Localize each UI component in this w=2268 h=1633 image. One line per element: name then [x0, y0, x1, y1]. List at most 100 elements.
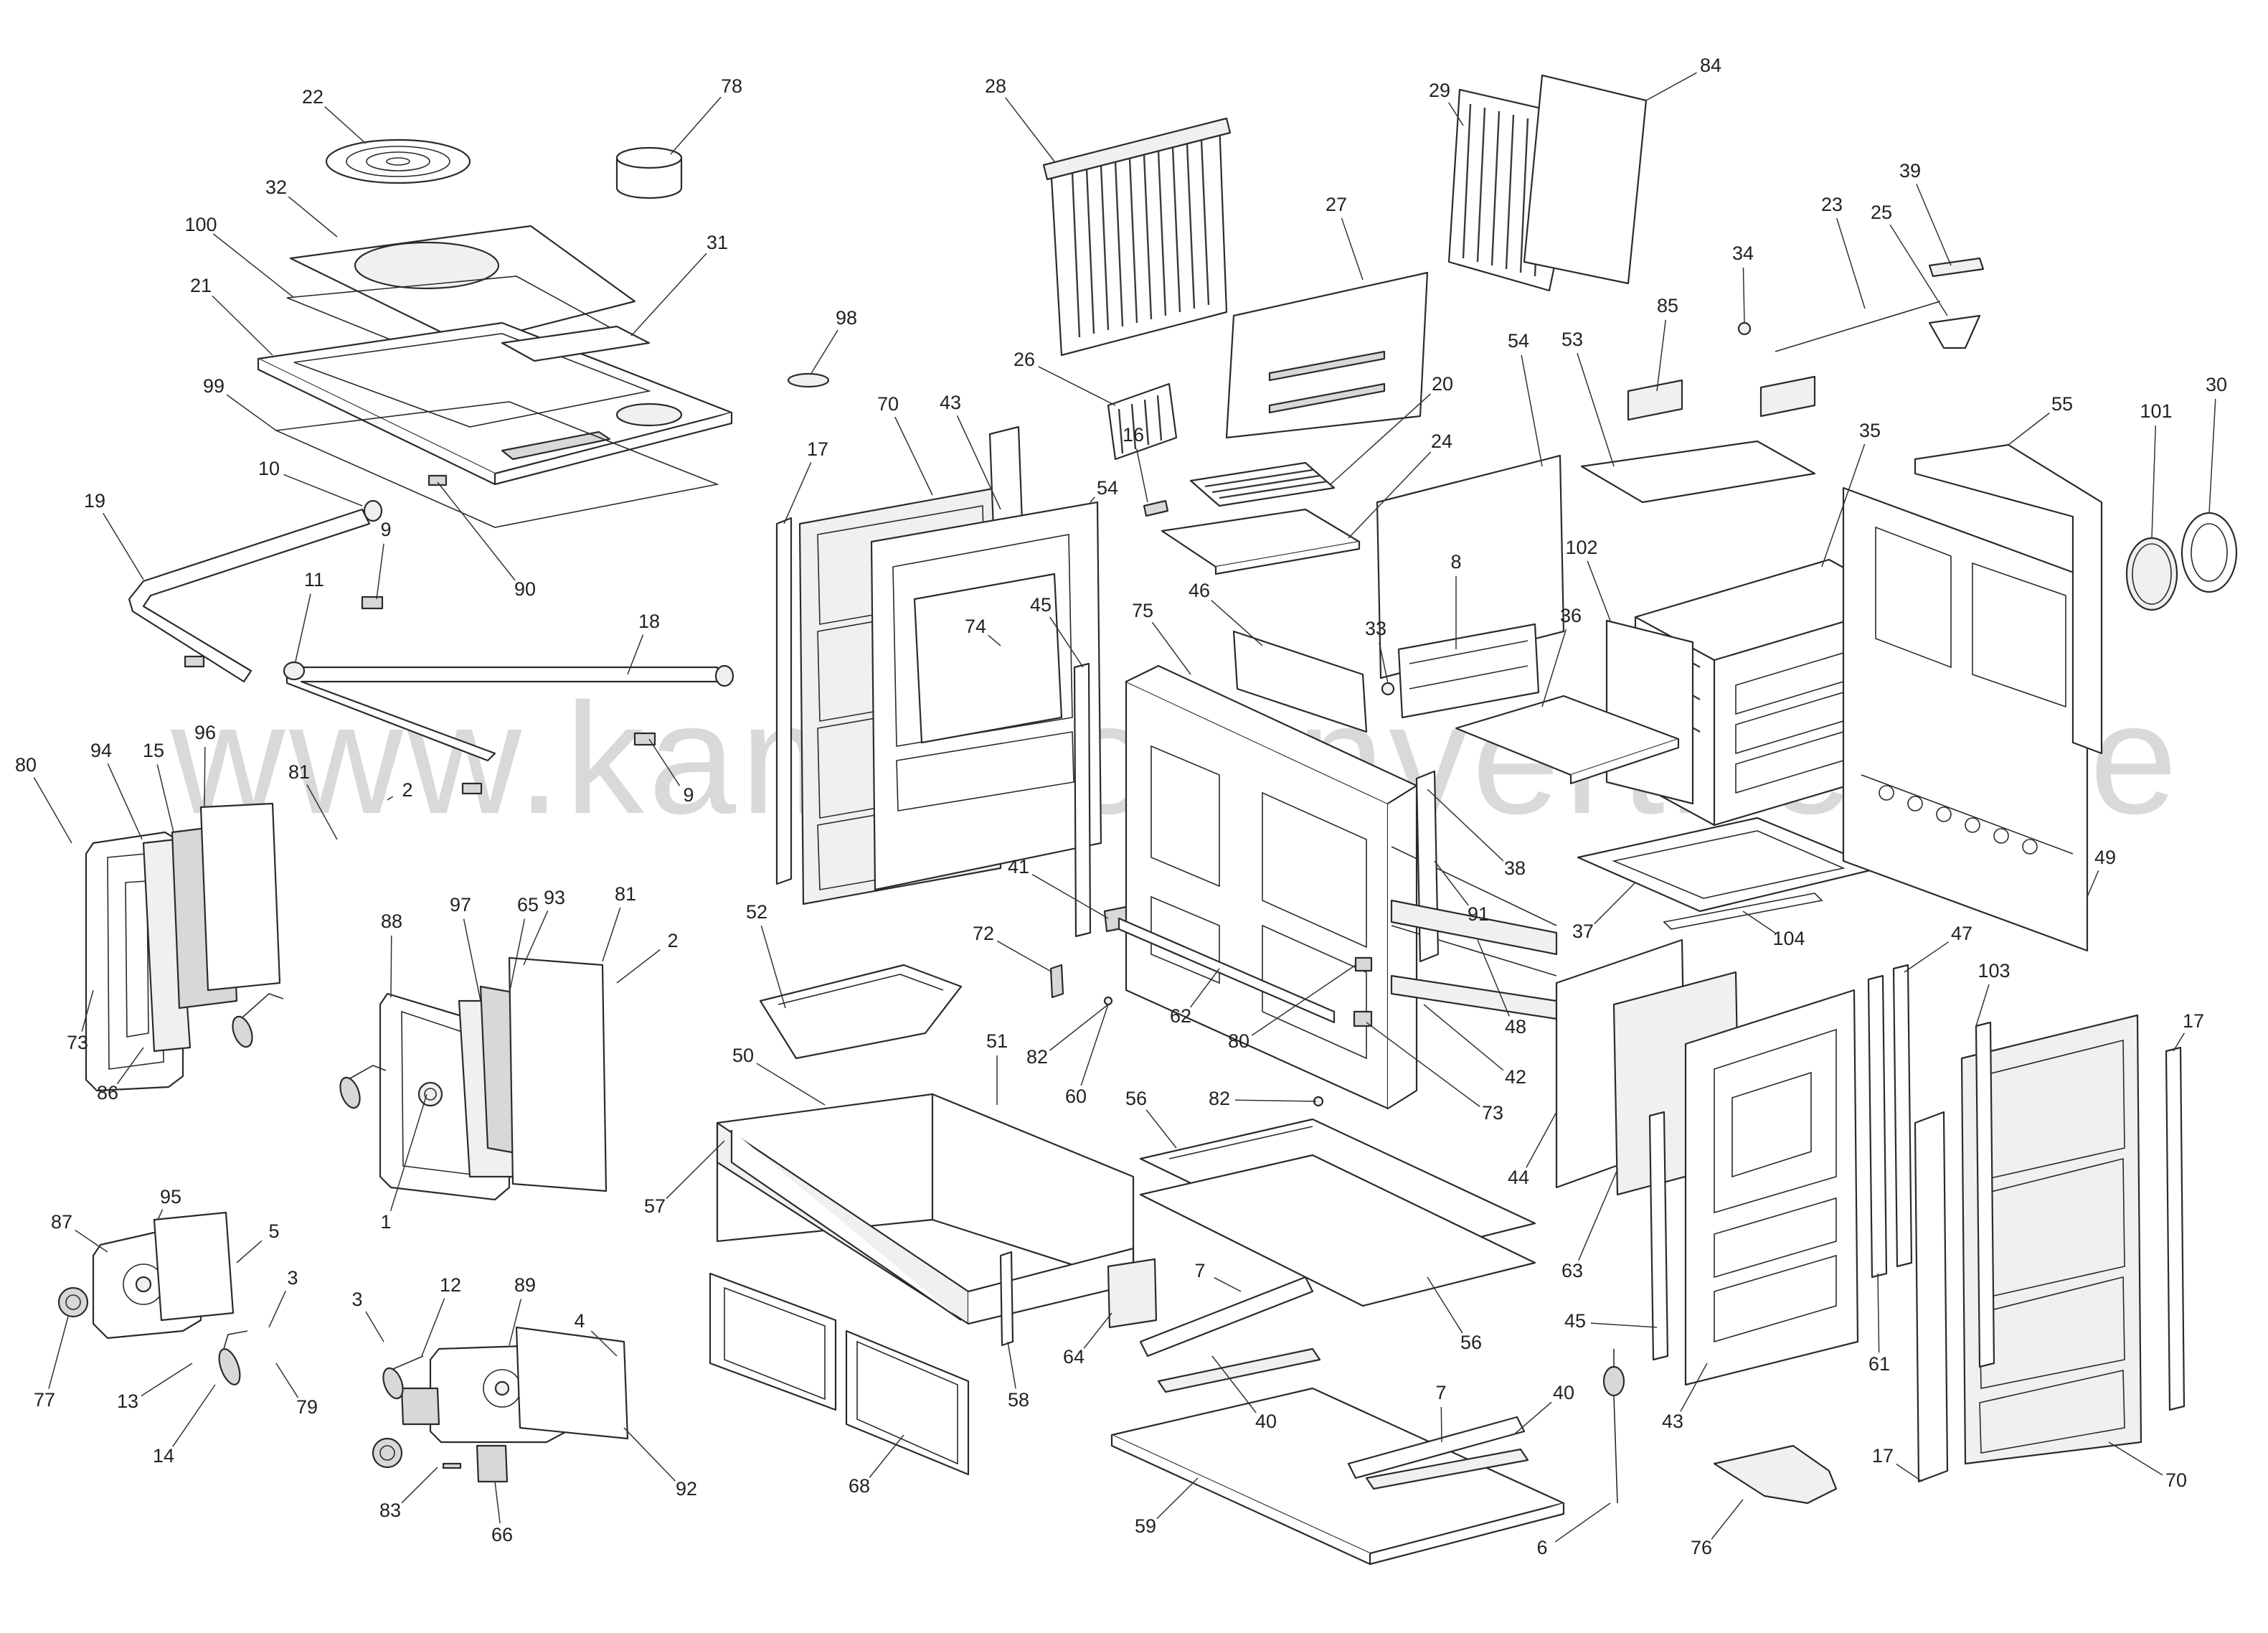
callout-98: 98 — [836, 307, 857, 329]
callout-47: 47 — [1951, 923, 1972, 944]
thermometer-6 — [1602, 1349, 1625, 1504]
leader-line-94 — [107, 763, 143, 840]
callout-77: 77 — [34, 1389, 55, 1411]
callout-62: 62 — [1170, 1005, 1191, 1027]
callout-9-1: 9 — [380, 519, 391, 540]
gasket-101 — [2125, 537, 2178, 611]
leader-line-17-2 — [2173, 1032, 2186, 1052]
leader-line-39 — [1916, 184, 1952, 266]
callout-80-2: 80 — [1228, 1030, 1249, 1052]
leader-line-103 — [1975, 984, 1990, 1027]
callout-3-2: 3 — [287, 1267, 298, 1289]
leader-line-19 — [103, 512, 144, 580]
leader-line-25 — [1889, 224, 1948, 316]
leader-line-66 — [494, 1481, 501, 1524]
base-59 — [1110, 1387, 1565, 1566]
leader-line-34 — [1742, 267, 1745, 324]
callout-76: 76 — [1691, 1537, 1712, 1558]
frame-8 — [1397, 623, 1540, 719]
leader-line-30 — [2208, 398, 2216, 514]
callout-103: 103 — [1978, 960, 2010, 982]
callout-94: 94 — [90, 740, 112, 761]
leader-line-32 — [288, 196, 338, 237]
callout-27: 27 — [1326, 194, 1347, 215]
leader-line-79 — [275, 1363, 299, 1398]
callout-30: 30 — [2206, 374, 2227, 395]
callout-9-2: 9 — [683, 784, 694, 806]
callout-63: 63 — [1561, 1260, 1583, 1281]
callout-86: 86 — [97, 1082, 118, 1103]
leader-line-17-3 — [1896, 1463, 1923, 1482]
leader-line-33 — [1379, 642, 1389, 684]
leader-line-29 — [1448, 102, 1464, 126]
handle-12 — [382, 1355, 424, 1400]
top-frame-21 — [257, 321, 733, 486]
callout-40-1: 40 — [1255, 1411, 1277, 1432]
callout-33: 33 — [1365, 618, 1386, 639]
leader-line-38 — [1427, 789, 1504, 862]
leader-line-41 — [1031, 874, 1109, 919]
leader-line-80-2 — [1251, 964, 1356, 1036]
callout-97: 97 — [450, 894, 471, 916]
callout-4: 4 — [574, 1310, 585, 1332]
back-grill-28 — [1042, 117, 1232, 357]
leader-line-5 — [236, 1240, 263, 1263]
callout-52: 52 — [746, 901, 767, 923]
flue-collar-78 — [615, 146, 683, 199]
callout-15: 15 — [143, 740, 164, 761]
hob-ring-22 — [325, 138, 471, 184]
leader-line-2-2 — [616, 949, 661, 984]
strip-45 — [1073, 662, 1092, 938]
leader-line-86 — [116, 1047, 144, 1085]
callout-labels: 1223345677899101112131415161717171819202… — [15, 55, 2227, 1558]
leader-line-54-2 — [1521, 354, 1543, 467]
callout-37: 37 — [1572, 921, 1594, 942]
strip-17b — [1914, 1111, 1949, 1483]
leader-line-77 — [48, 1316, 69, 1389]
callout-102: 102 — [1565, 537, 1597, 558]
callout-1: 1 — [380, 1211, 391, 1233]
parts-drawings — [57, 74, 2238, 1566]
callout-68: 68 — [849, 1475, 870, 1497]
leader-line-16 — [1135, 448, 1148, 503]
callout-10: 10 — [258, 458, 280, 479]
leader-line-76 — [1711, 1499, 1744, 1540]
regulator-77 — [57, 1286, 89, 1318]
leader-line-70-2 — [2108, 1441, 2163, 1476]
leader-line-23 — [1836, 217, 1866, 309]
callout-43-1: 43 — [940, 392, 961, 413]
leader-line-50 — [756, 1063, 826, 1106]
leader-line-2-1 — [387, 796, 394, 801]
callout-7-2: 7 — [1435, 1382, 1446, 1403]
leader-line-99 — [226, 394, 277, 431]
callout-21: 21 — [190, 275, 212, 296]
leader-line-81-2 — [602, 907, 621, 962]
leader-line-46 — [1211, 600, 1263, 646]
leader-line-100 — [212, 233, 295, 298]
leader-line-60 — [1080, 1004, 1109, 1086]
regulator-83 — [372, 1437, 403, 1469]
leader-line-3-2 — [268, 1290, 286, 1328]
frame-96 — [199, 802, 281, 992]
part-33 — [1381, 682, 1395, 696]
leader-line-68 — [869, 1434, 904, 1478]
side-panel-43 — [1684, 989, 1859, 1386]
plate-56b — [1139, 1154, 1536, 1307]
callout-17-3: 17 — [1872, 1445, 1894, 1467]
callout-83: 83 — [379, 1500, 401, 1521]
plate-66 — [476, 1444, 509, 1483]
leader-line-48 — [1477, 939, 1510, 1017]
callout-81-1: 81 — [288, 761, 310, 783]
callout-39: 39 — [1899, 160, 1921, 182]
leader-line-42 — [1423, 1004, 1504, 1071]
callout-44: 44 — [1508, 1167, 1529, 1188]
leader-line-95 — [157, 1209, 164, 1220]
part-39 — [1928, 257, 1985, 278]
leader-line-40-2 — [1513, 1401, 1552, 1436]
leader-line-81-1 — [306, 784, 338, 840]
leader-line-75 — [1151, 621, 1191, 675]
clip-9d — [461, 782, 483, 795]
callout-82-2: 82 — [1209, 1088, 1230, 1109]
leader-line-55 — [2008, 413, 2050, 446]
callout-87: 87 — [51, 1211, 72, 1233]
